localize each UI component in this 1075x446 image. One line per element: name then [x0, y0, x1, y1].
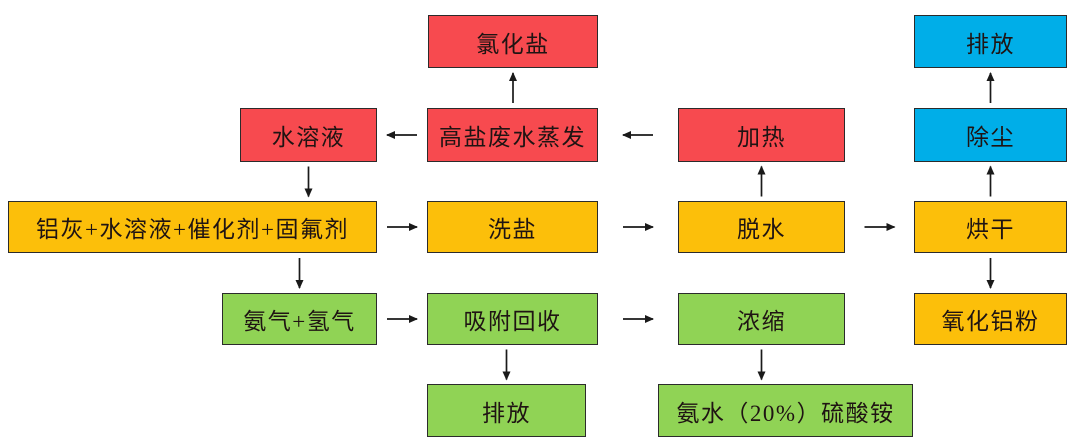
node-heating: 加热: [678, 108, 845, 162]
node-alumina-powder: 氧化铝粉: [914, 293, 1067, 345]
node-aluminum-ash-mix: 铝灰+水溶液+催化剂+固氟剂: [8, 201, 377, 253]
node-discharge-gas: 排放: [914, 15, 1067, 68]
node-ammonia-water-sulfate: 氨水（20%）硫酸铵: [658, 384, 913, 437]
node-ammonia-hydrogen: 氨气+氢气: [222, 293, 377, 345]
node-salt-washing: 洗盐: [427, 201, 598, 253]
node-aqueous-solution: 水溶液: [240, 108, 377, 162]
node-concentration: 浓缩: [678, 293, 845, 345]
node-drying: 烘干: [914, 201, 1067, 253]
node-discharge-tail: 排放: [427, 384, 586, 437]
node-adsorption-recovery: 吸附回收: [427, 293, 598, 345]
node-dust-removal: 除尘: [914, 108, 1067, 162]
node-chloride-salt: 氯化盐: [428, 15, 598, 68]
node-high-salt-evaporation: 高盐废水蒸发: [427, 108, 598, 162]
node-dewatering: 脱水: [678, 201, 845, 253]
